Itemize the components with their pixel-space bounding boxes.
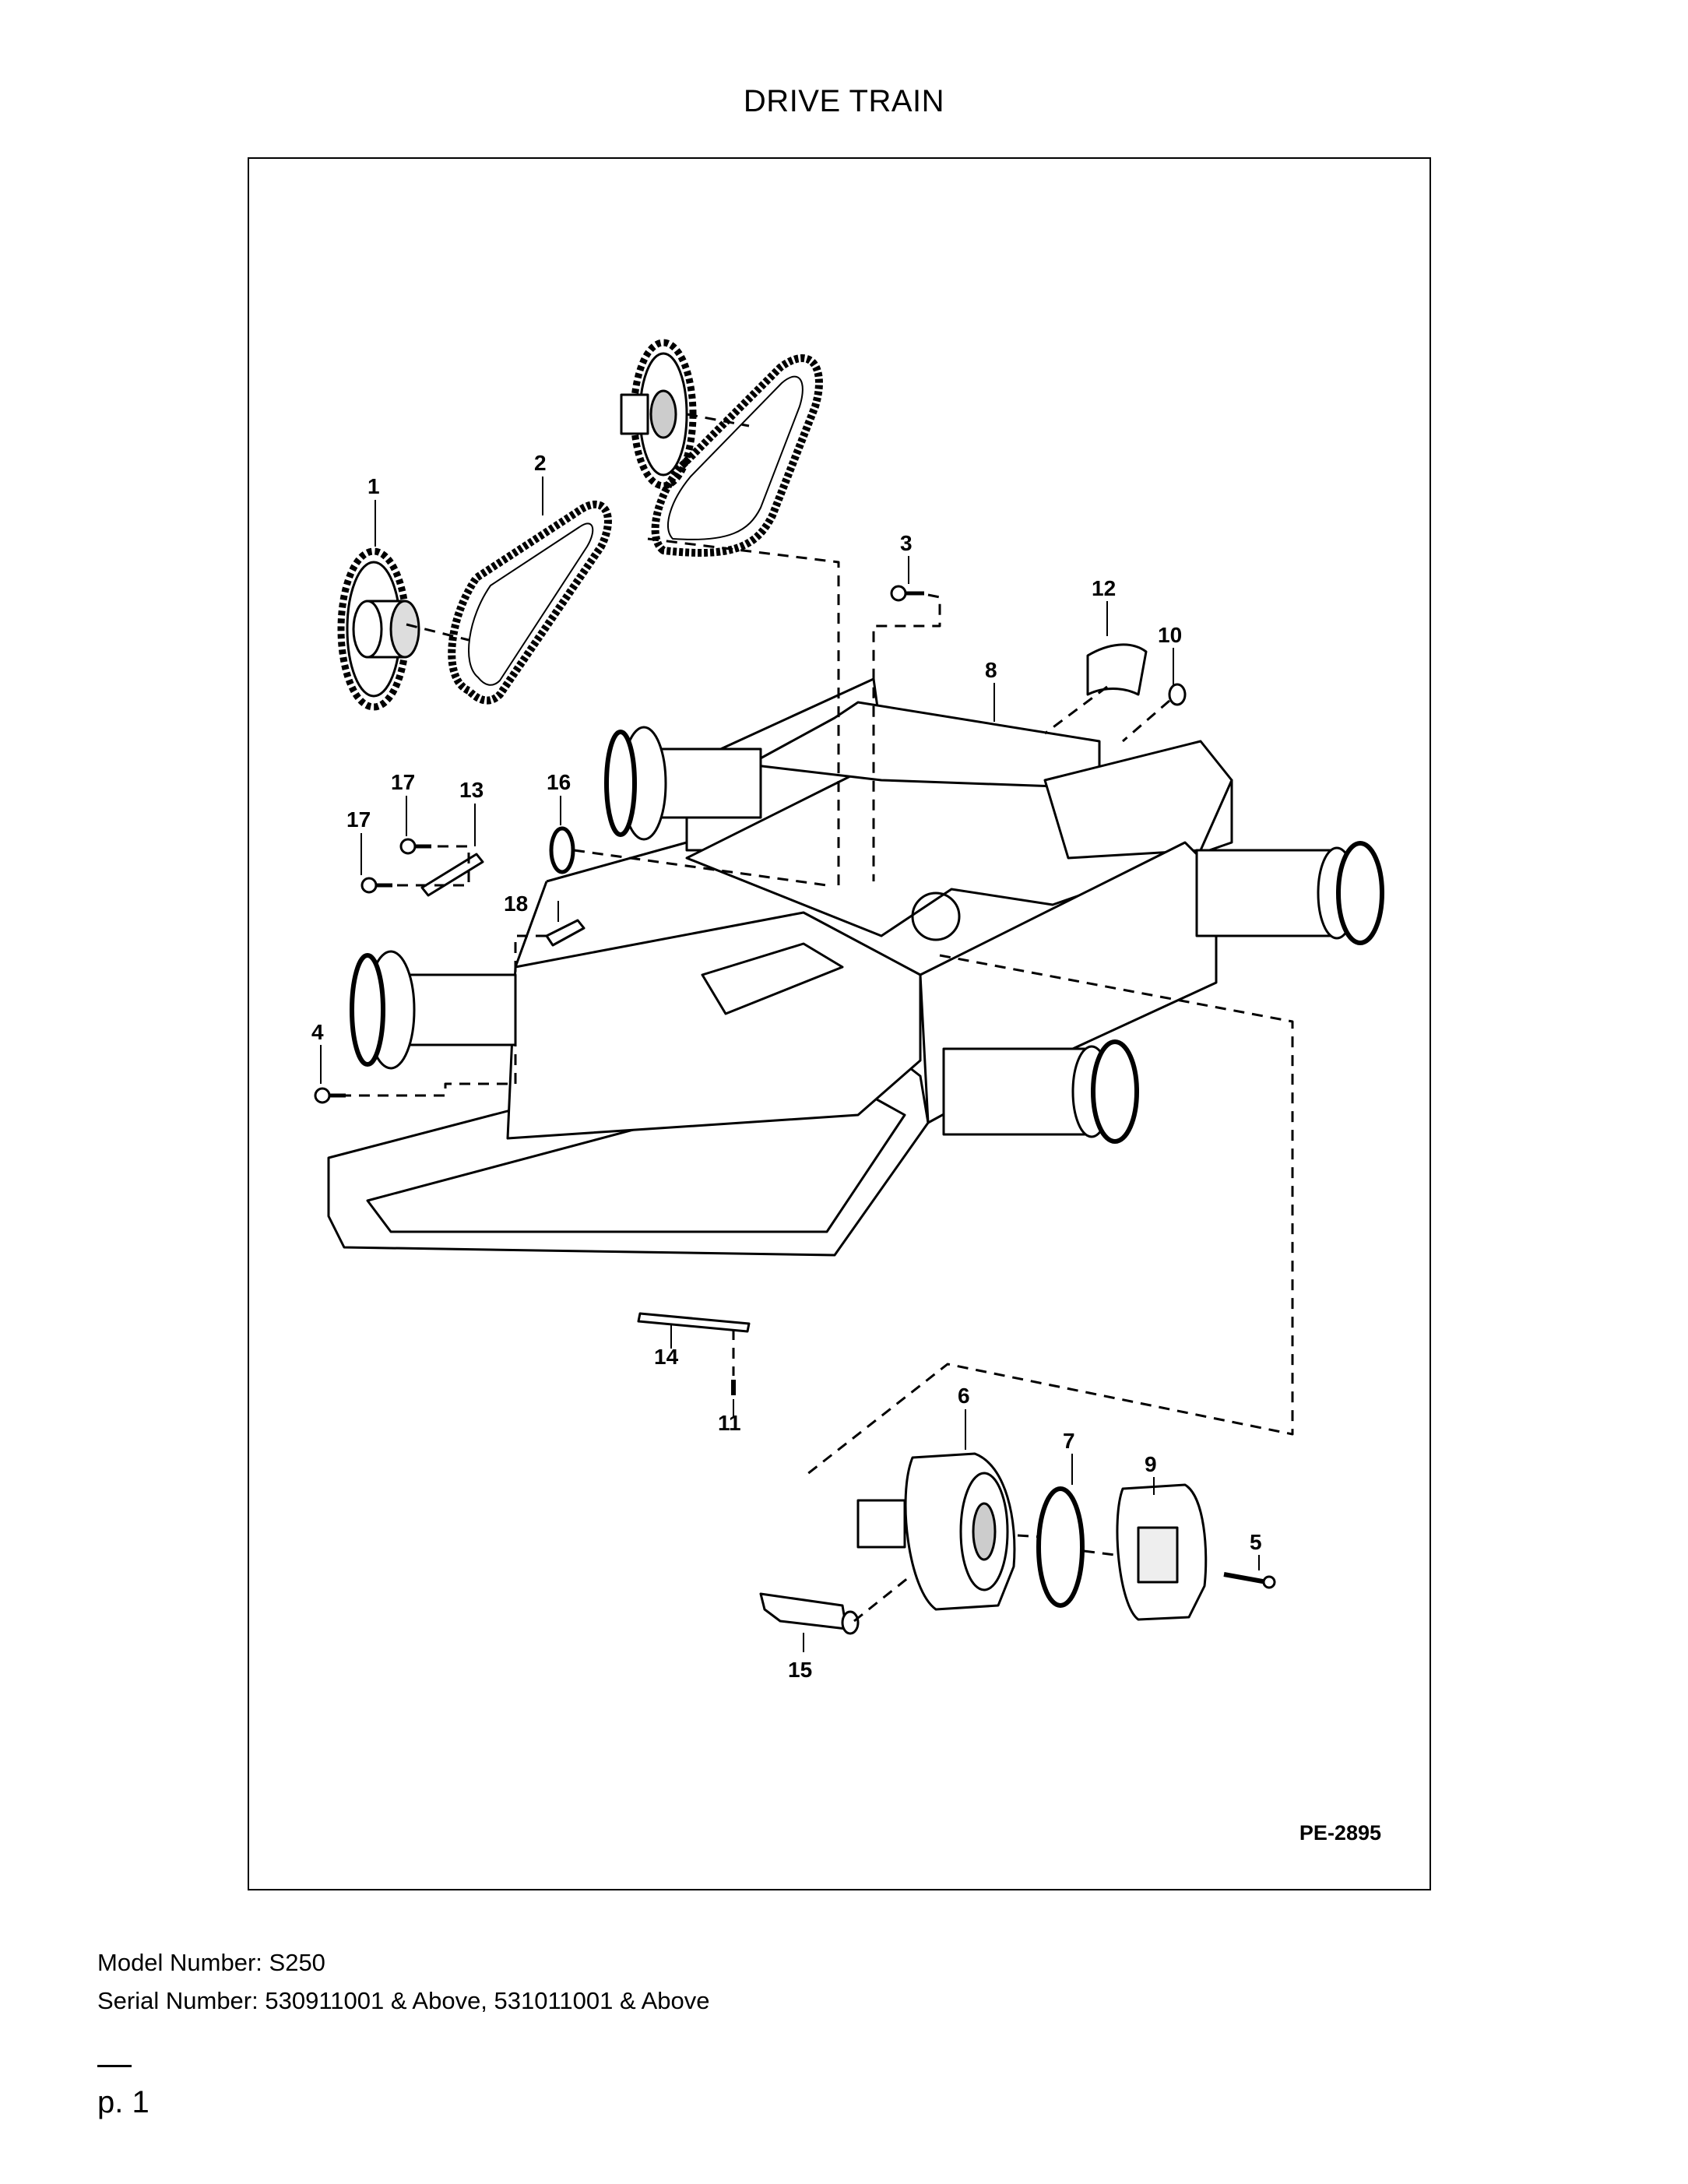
callout-1: 1 (367, 474, 380, 498)
bolt-4 (314, 1087, 346, 1104)
sprocket-1 (337, 547, 420, 711)
exploded-diagram: 1 2 3 4 5 6 7 8 9 10 11 12 13 14 15 16 1… (248, 157, 1431, 1890)
callout-12: 12 (1092, 576, 1116, 600)
callout-18: 18 (504, 892, 528, 916)
plate-14 (637, 1312, 751, 1333)
callout-10: 10 (1158, 623, 1182, 647)
callout-6: 6 (958, 1384, 970, 1408)
page-title: DRIVE TRAIN (743, 84, 945, 118)
page-number: p. 1 (97, 2085, 149, 2119)
callout-7: 7 (1063, 1429, 1075, 1453)
callout-8: 8 (985, 658, 997, 682)
callout-14: 14 (654, 1345, 679, 1369)
callout-13: 13 (459, 778, 484, 802)
callout-4: 4 (311, 1020, 324, 1044)
diagram-reference-code: PE-2895 (1299, 1821, 1381, 1845)
callout-5: 5 (1250, 1530, 1262, 1554)
bolt-3 (890, 585, 924, 602)
axle-front-left (350, 950, 517, 1070)
callout-16: 16 (547, 770, 571, 794)
serial-number: Serial Number: 530911001 & Above, 531011… (97, 1987, 710, 2014)
axle-rear-left (604, 726, 762, 841)
callout-9: 9 (1145, 1452, 1157, 1476)
block-18 (545, 919, 586, 947)
valve-block-9 (1116, 1483, 1208, 1621)
bolt-5 (1223, 1572, 1276, 1589)
model-number: Model Number: S250 (97, 1949, 325, 1976)
callout-11: 11 (718, 1411, 741, 1435)
page-rule (97, 2065, 132, 2067)
leader-lines (320, 477, 1260, 1652)
bolts-17 (360, 838, 431, 894)
plug-10 (1168, 683, 1187, 706)
chaincase-frame-8 (327, 677, 1233, 1257)
o-ring-7 (1036, 1486, 1085, 1608)
callout-17b: 17 (346, 807, 371, 832)
bar-13 (420, 853, 484, 897)
assembly-lines (344, 413, 1294, 1623)
axle-rear-right (1195, 841, 1384, 945)
washer-16 (549, 826, 575, 874)
cover-12 (1086, 643, 1148, 696)
drive-train-illustration: 1 2 3 4 5 6 7 8 9 10 11 12 13 14 15 16 1… (311, 339, 1384, 1682)
callout-2: 2 (534, 451, 547, 475)
axle-front-right (942, 1039, 1139, 1144)
callout-15: 15 (788, 1658, 812, 1682)
drive-chain-rear (651, 354, 823, 557)
callout-17a: 17 (391, 770, 415, 794)
drive-motor-6 (856, 1452, 1016, 1611)
tube-15 (759, 1592, 860, 1635)
callout-3: 3 (900, 531, 913, 555)
drive-chain-front (448, 500, 612, 705)
